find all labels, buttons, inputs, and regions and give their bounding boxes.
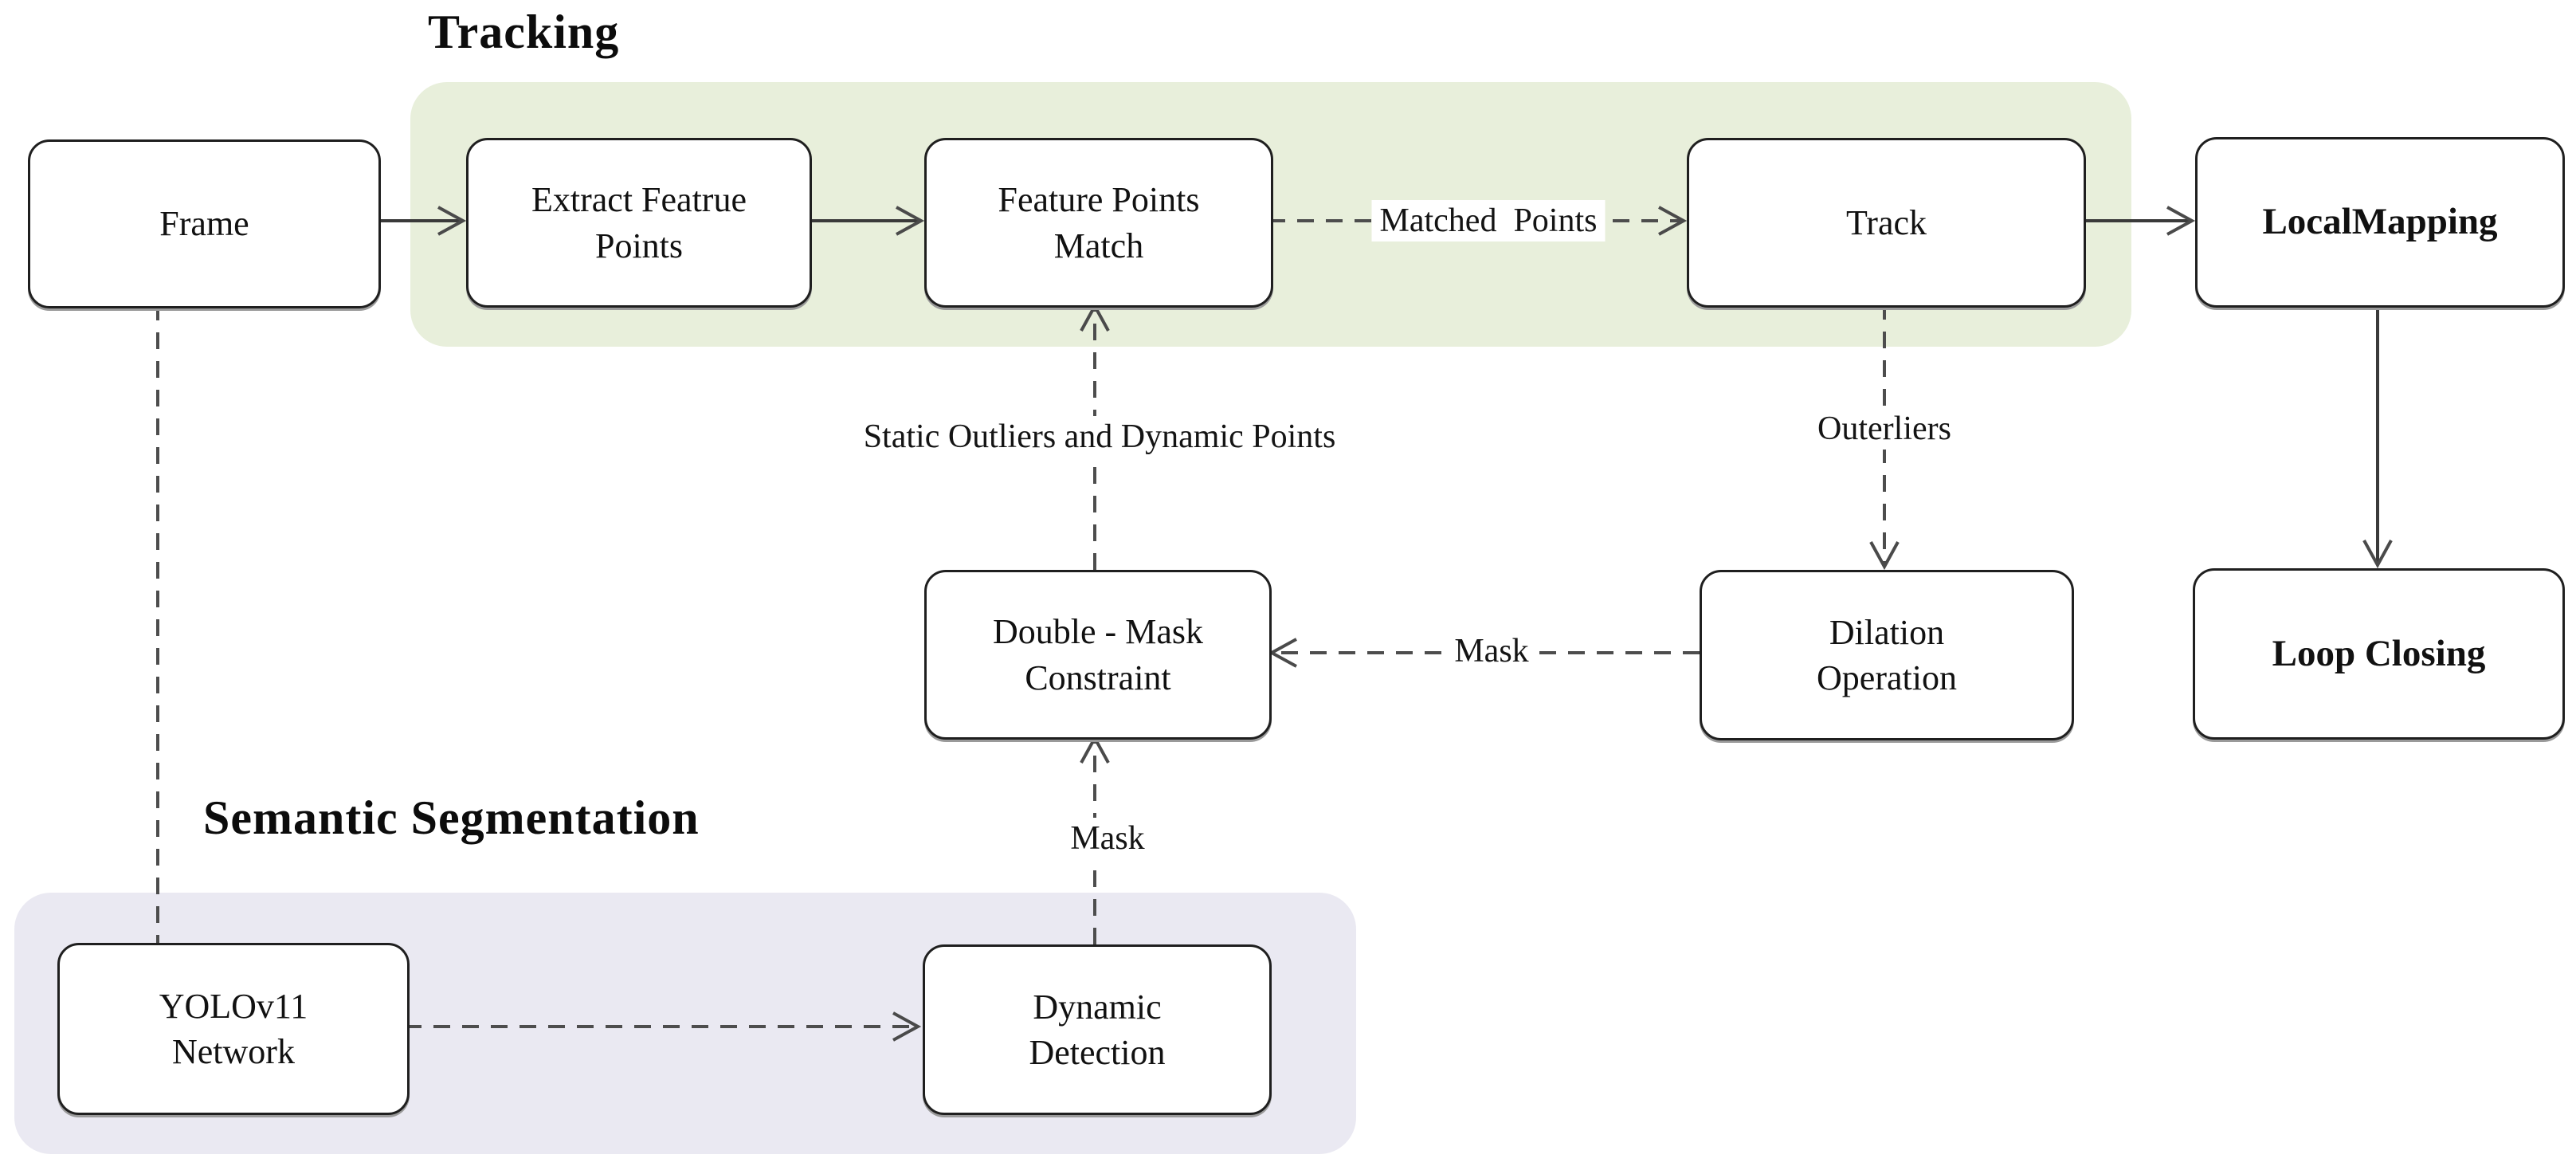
node-local-mapping: LocalMapping: [2195, 137, 2565, 308]
edge-label-mask-vertical: Mask: [1062, 818, 1153, 859]
node-double-mask-constraint: Double - Mask Constraint: [924, 570, 1272, 740]
node-extract-feature-points: Extract Featrue Points: [466, 138, 812, 308]
node-track-label: Track: [1845, 202, 1927, 242]
edge-label-mask-horizontal: Mask: [1446, 630, 1537, 672]
node-frame: Frame: [28, 139, 381, 308]
node-frame-label: Frame: [159, 204, 249, 244]
node-feature-points-match-label: Feature Points Match: [998, 180, 1200, 265]
semantic-segmentation-title: Semantic Segmentation: [203, 791, 700, 844]
node-yolov11-network: YOLOv11 Network: [57, 943, 410, 1115]
tracking-title: Tracking: [428, 6, 620, 58]
node-dynamic-detection: Dynamic Detection: [923, 944, 1272, 1115]
node-feature-points-match: Feature Points Match: [924, 138, 1273, 308]
node-loop-closing-label: Loop Closing: [2272, 632, 2486, 674]
edge-label-matched-points: Matched Points: [1371, 200, 1606, 241]
node-track: Track: [1687, 138, 2086, 308]
node-extract-feature-points-label: Extract Featrue Points: [531, 180, 747, 265]
node-double-mask-constraint-label: Double - Mask Constraint: [993, 612, 1203, 697]
node-dilation-operation-label: Dilation Operation: [1817, 612, 1957, 697]
edge-label-static-outliers-dynamic-points: Static Outliers and Dynamic Points: [855, 416, 1344, 457]
edge-label-outerliers: Outerliers: [1809, 408, 1959, 450]
node-dilation-operation: Dilation Operation: [1700, 570, 2074, 740]
node-local-mapping-label: LocalMapping: [2262, 201, 2498, 243]
node-dynamic-detection-label: Dynamic Detection: [1029, 987, 1166, 1072]
node-yolov11-network-label: YOLOv11 Network: [159, 986, 308, 1071]
node-loop-closing: Loop Closing: [2193, 568, 2565, 740]
